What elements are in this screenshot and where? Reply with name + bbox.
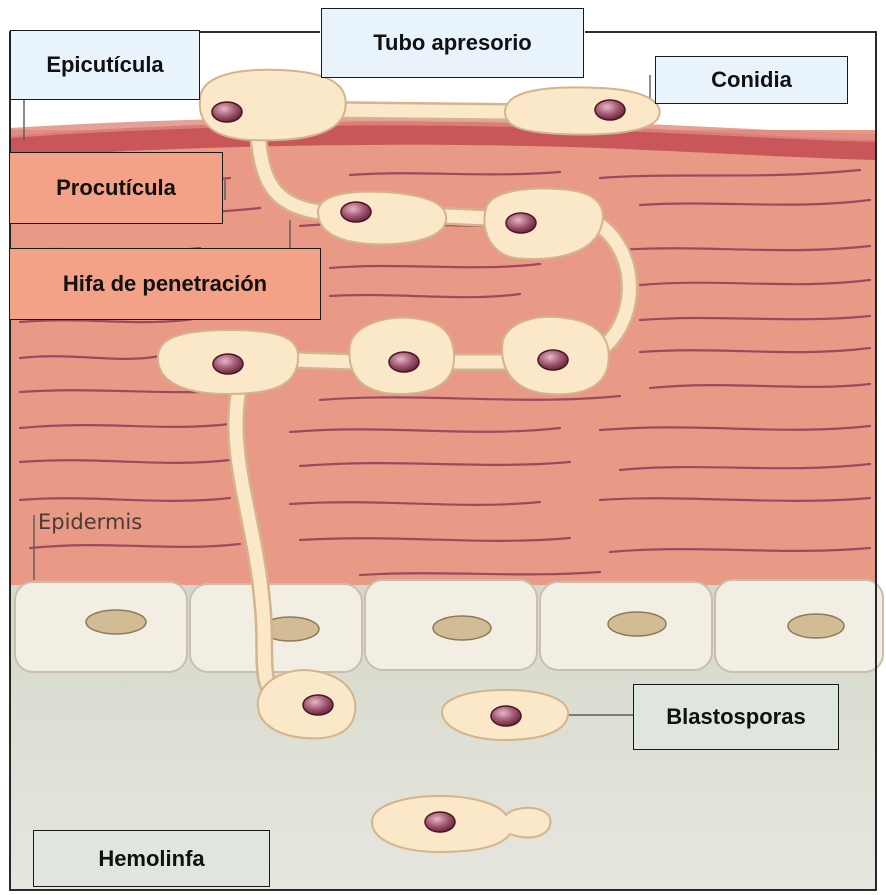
conidia-label: Conidia — [655, 56, 848, 104]
hemolinfa-label: Hemolinfa — [33, 830, 270, 887]
hifa-de-penetracion-label: Hifa de penetración — [9, 248, 321, 320]
conidium-cell — [505, 87, 660, 134]
epidermis-cells — [15, 580, 883, 672]
tubo-apresorio-label: Tubo apresorio — [321, 8, 584, 78]
epicuticula-label: Epicutícula — [10, 30, 200, 100]
epidermis-label: Epidermis — [38, 510, 142, 534]
blastosporas-label: Blastosporas — [633, 684, 839, 750]
procuticula-label: Procutícula — [9, 152, 223, 224]
